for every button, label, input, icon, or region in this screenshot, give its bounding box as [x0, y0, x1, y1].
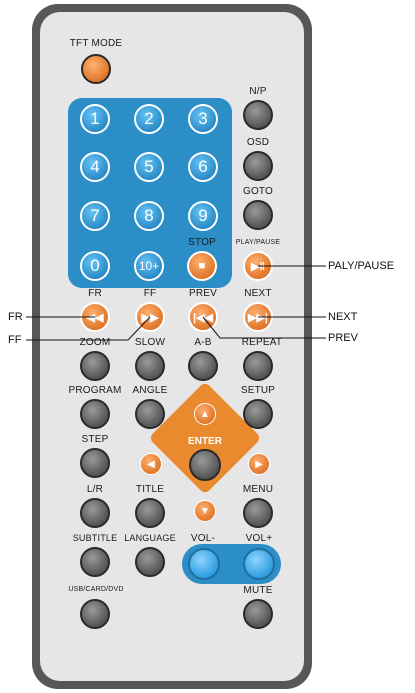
number-key-6[interactable]: 6 [188, 152, 218, 182]
np-label: N/P [249, 86, 267, 97]
number-key-1[interactable]: 1 [80, 104, 110, 134]
subtitle-button[interactable] [80, 547, 110, 577]
title-button[interactable] [135, 498, 165, 528]
number-key-0[interactable]: 0 [80, 251, 110, 281]
number-key-7[interactable]: 7 [80, 201, 110, 231]
mute-label: MUTE [243, 585, 273, 596]
prev-callout: PREV [328, 332, 358, 344]
stop-label: STOP [188, 237, 216, 248]
subtitle-label: SUBTITLE [72, 533, 118, 543]
number-key-6-label: 6 [198, 156, 208, 176]
number-key-3[interactable]: 3 [188, 104, 218, 134]
vol-minus-label: VOL- [190, 533, 216, 544]
step-button[interactable] [80, 448, 110, 478]
number-key-3-label: 3 [198, 108, 208, 128]
lr-label: L/R [86, 484, 104, 495]
number-key-5-label: 5 [144, 156, 154, 176]
number-key-2[interactable]: 2 [134, 104, 164, 134]
language-label: LANGUAGE [124, 533, 176, 543]
zoom-button[interactable] [80, 351, 110, 381]
title-label: TITLE [135, 484, 165, 495]
program-label: PROGRAM [68, 385, 122, 396]
next-callout: NEXT [328, 311, 358, 323]
play-pause-callout: PALY/PAUSE [328, 260, 395, 272]
tft-mode-label: TFT MODE [69, 38, 123, 49]
menu-label: MENU [242, 484, 274, 495]
ff-callout-line [26, 316, 151, 341]
setup-button[interactable] [243, 399, 273, 429]
number-key-7-label: 7 [90, 205, 100, 225]
prev-label: PREV [188, 288, 218, 299]
osd-button[interactable] [243, 151, 273, 181]
np-button[interactable] [243, 100, 273, 130]
number-key-1-label: 1 [90, 108, 100, 128]
angle-label: ANGLE [132, 385, 168, 396]
repeat-label: REPEAT [241, 337, 283, 348]
next-label: NEXT [244, 288, 272, 299]
arrow-up-icon: ▲ [200, 408, 210, 420]
number-key-4[interactable]: 4 [80, 152, 110, 182]
arrow-right-icon: ▶ [255, 458, 263, 470]
enter-label: ENTER [188, 436, 222, 447]
stop-button[interactable]: ■ [187, 251, 217, 281]
goto-label: GOTO [242, 186, 274, 197]
number-key-8[interactable]: 8 [134, 201, 164, 231]
vol-minus-button[interactable] [188, 548, 220, 580]
number-key-9[interactable]: 9 [188, 201, 218, 231]
lr-button[interactable] [80, 498, 110, 528]
tft-mode-button[interactable] [81, 54, 111, 84]
stop-icon: ■ [198, 260, 206, 272]
number-key-4-label: 4 [90, 156, 100, 176]
ff-callout: FF [8, 334, 22, 346]
goto-button[interactable] [243, 200, 273, 230]
left-arrow-button[interactable]: ◀ [140, 453, 162, 475]
number-key-9-label: 9 [198, 205, 208, 225]
language-button[interactable] [135, 547, 165, 577]
menu-button[interactable] [243, 498, 273, 528]
usb-card-dvd-button[interactable] [80, 599, 110, 629]
ab-button[interactable] [188, 351, 218, 381]
arrow-down-icon: ▼ [200, 505, 210, 517]
program-button[interactable] [80, 399, 110, 429]
repeat-button[interactable] [243, 351, 273, 381]
slow-label: SLOW [134, 337, 166, 348]
step-label: STEP [81, 434, 109, 445]
angle-button[interactable] [135, 399, 165, 429]
prev-callout-line [202, 316, 326, 339]
number-key-5[interactable]: 5 [134, 152, 164, 182]
number-key-10-plus-label: 10+ [138, 258, 160, 273]
number-key-0-label: 0 [90, 255, 100, 275]
ff-label: FF [143, 288, 157, 299]
mute-button[interactable] [243, 599, 273, 629]
arrow-left-icon: ◀ [147, 458, 155, 470]
zoom-label: ZOOM [79, 337, 111, 348]
up-arrow-button[interactable]: ▲ [194, 403, 216, 425]
fr-label: FR [88, 288, 102, 299]
number-key-8-label: 8 [144, 205, 154, 225]
usb-card-dvd-label: USB/CARD/DVD [68, 586, 124, 593]
osd-label: OSD [246, 137, 270, 148]
enter-button[interactable] [189, 449, 221, 481]
setup-label: SETUP [240, 385, 276, 396]
play-pause-label: PLAY/PAUSE [235, 239, 281, 246]
ab-label: A-B [194, 337, 212, 348]
fr-callout: FR [8, 311, 23, 323]
number-key-10-plus[interactable]: 10+ [134, 251, 164, 281]
down-arrow-button[interactable]: ▼ [194, 500, 216, 522]
right-arrow-button[interactable]: ▶ [248, 453, 270, 475]
slow-button[interactable] [135, 351, 165, 381]
vol-plus-label: VOL+ [245, 533, 273, 544]
vol-plus-button[interactable] [243, 548, 275, 580]
number-key-2-label: 2 [144, 108, 154, 128]
